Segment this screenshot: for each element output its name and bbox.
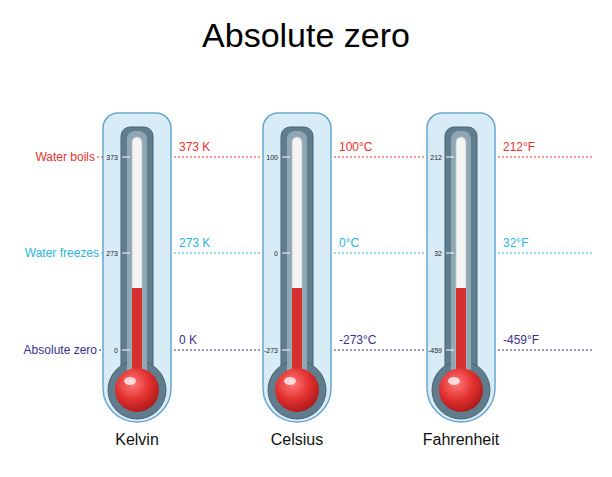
tick-label: 32 (434, 250, 442, 257)
temperature-value: 0°C (339, 237, 359, 249)
temperature-value: 373 K (179, 141, 210, 153)
temperature-value: -273°C (339, 334, 376, 346)
scale-name: Kelvin (115, 432, 159, 448)
row-label: Water freezes (25, 247, 99, 259)
tick-label: 0 (114, 347, 118, 354)
temperature-value: 100°C (339, 141, 373, 153)
tick-label: 0 (274, 250, 278, 257)
temperature-value: 273 K (179, 237, 210, 249)
temperature-value: -459°F (503, 334, 539, 346)
tick-label: 373 (106, 154, 118, 161)
title: Absolute zero (202, 18, 410, 52)
temperature-value: 0 K (179, 334, 197, 346)
tick-label: 273 (106, 250, 118, 257)
tick-label: 212 (430, 154, 442, 161)
row-label: Absolute zero (24, 344, 97, 356)
tick-label: -459 (428, 347, 442, 354)
tick-label: -273 (264, 347, 278, 354)
temperature-value: 32°F (503, 237, 528, 249)
row-label: Water boils (35, 151, 95, 163)
scale-name: Fahrenheit (423, 432, 500, 448)
tick-label: 100 (266, 154, 278, 161)
scale-name: Celsius (271, 432, 323, 448)
temperature-value: 212°F (503, 141, 535, 153)
